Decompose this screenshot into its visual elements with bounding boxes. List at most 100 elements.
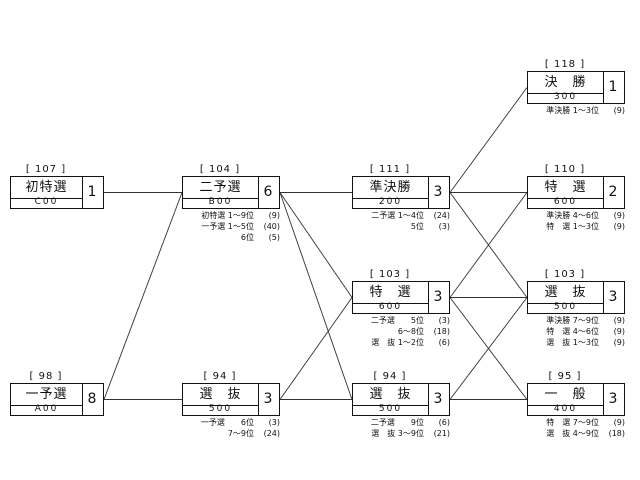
node-name: 二予選 (183, 177, 259, 199)
note-text: 二予選 5位 (370, 316, 424, 325)
node-number: [ 107 ] (25, 164, 67, 175)
connector-tokusen_r2-tokusen_r3 (449, 192, 528, 298)
note-row: 準決勝 4～6位 (9) (527, 210, 625, 221)
node-name: 選 抜 (183, 384, 259, 406)
note-row: 6～8位 (18) (352, 326, 450, 337)
node-count: 3 (433, 289, 443, 305)
node-name: 初特選 (11, 177, 83, 199)
note-text: 特 選 4～6位 (546, 327, 599, 336)
note-value: (9) (268, 211, 280, 220)
node-code: B00 (183, 197, 259, 208)
node-count: 2 (608, 184, 618, 200)
note-value: (9) (613, 211, 625, 220)
node-count: 6 (263, 184, 273, 200)
node-name: 準決勝 (353, 177, 429, 199)
node-notes: 準決勝 4～6位 (9)特 選 1～3位(9) (527, 210, 625, 232)
note-value: (9) (613, 106, 625, 115)
node-number: [ 103 ] (544, 269, 586, 280)
node-notes: 準決勝 7～9位 (9)特 選 4～6位(9)選 抜 1～3位(9) (527, 315, 625, 348)
node-notes: 二予選 9位 (6) 選 抜 3～9位 (21) (352, 417, 450, 439)
note-text: 7～9位 (227, 429, 254, 438)
note-value: (40) (263, 222, 280, 231)
note-row: 6位(5) (182, 232, 280, 243)
node-name: 一 般 (528, 384, 604, 406)
node-notes: 二予選 5位 (3) 6～8位 (18) 選 抜 1～2位 (6) (352, 315, 450, 348)
node-name: 特 選 (528, 177, 604, 199)
node-number: [ 104 ] (199, 164, 241, 175)
connector-ichiyosen-niyosen (103, 192, 183, 400)
node-notes: 二予選 1～4位 (24) 5位 (3) (352, 210, 450, 232)
connector-niyosen-senbatsu_r2 (279, 192, 353, 400)
note-row: 選 抜 1～3位(9) (527, 337, 625, 348)
note-text: 6位 (240, 233, 254, 242)
node-code: 400 (528, 404, 604, 415)
node-name: 選 抜 (528, 282, 604, 304)
node-name: 特 選 (353, 282, 429, 304)
node-name: 決 勝 (528, 72, 604, 94)
note-text: 二予選 1～4位 (371, 211, 424, 220)
node-number: [ 94 ] (203, 371, 237, 382)
node-number: [ 118 ] (544, 59, 586, 70)
node-code: C00 (11, 197, 83, 208)
node-code: 600 (353, 302, 429, 313)
note-row: 特 選 1～3位(9) (527, 221, 625, 232)
note-value: (9) (613, 418, 625, 427)
node-name: 一予選 (11, 384, 83, 406)
node-code: 500 (183, 404, 259, 415)
node-code: 600 (528, 197, 604, 208)
node-notes: 初特選 1～9位(9)一予選 1～5位(40)6位(5) (182, 210, 280, 243)
note-row: 二予選 9位 (6) (352, 417, 450, 428)
note-text: 準決勝 4～6位 (546, 211, 599, 220)
note-row: 二予選 1～4位 (24) (352, 210, 450, 221)
note-row: 準決勝 7～9位 (9) (527, 315, 625, 326)
note-text: 特 選 7～9位 (546, 418, 599, 427)
note-value: (6) (438, 338, 450, 347)
note-value: (24) (433, 211, 450, 220)
node-code: 300 (528, 92, 604, 103)
note-text: 準決勝 7～9位 (546, 316, 599, 325)
note-row: 5位 (3) (352, 221, 450, 232)
note-text: 選 抜 1～2位 (371, 338, 424, 347)
note-text: 6～8位 (397, 327, 424, 336)
connector-niyosen-tokusen_r2 (279, 192, 353, 298)
note-value: (3) (438, 316, 450, 325)
node-code: 500 (528, 302, 604, 313)
node-notes: 特 選 7～9位(9)選 抜 4～9位(18) (527, 417, 625, 439)
node-notes: 準決勝 1～3位(9) (527, 105, 625, 116)
note-value: (18) (433, 327, 450, 336)
note-row: 7～9位(24) (182, 428, 280, 439)
node-count: 3 (608, 391, 618, 407)
note-value: (21) (433, 429, 450, 438)
node-code: A00 (11, 404, 83, 415)
note-row: 特 選 4～6位(9) (527, 326, 625, 337)
note-value: (3) (268, 418, 280, 427)
note-value: (18) (608, 429, 625, 438)
note-row: 選 抜 1～2位 (6) (352, 337, 450, 348)
note-text: 選 抜 3～9位 (371, 429, 424, 438)
note-text: 選 抜 1～3位 (546, 338, 599, 347)
note-row: 一予選 6位(3) (182, 417, 280, 428)
node-number: [ 110 ] (544, 164, 586, 175)
note-row: 初特選 1～9位 (9) (182, 210, 280, 221)
note-value: (9) (613, 316, 625, 325)
node-count: 3 (608, 289, 618, 305)
note-value: (6) (438, 418, 450, 427)
node-number: [ 94 ] (373, 371, 407, 382)
note-text: 初特選 1～9位 (201, 211, 254, 220)
note-text: 特 選 1～3位 (546, 222, 599, 231)
note-text: 二予選 9位 (370, 418, 424, 427)
node-code: 200 (353, 197, 429, 208)
node-count: 3 (263, 391, 273, 407)
node-number: [ 111 ] (369, 164, 411, 175)
note-text: 5位 (410, 222, 424, 231)
note-value: (3) (438, 222, 450, 231)
node-count: 3 (433, 391, 443, 407)
note-row: 特 選 7～9位 (9) (527, 417, 625, 428)
node-code: 500 (353, 404, 429, 415)
